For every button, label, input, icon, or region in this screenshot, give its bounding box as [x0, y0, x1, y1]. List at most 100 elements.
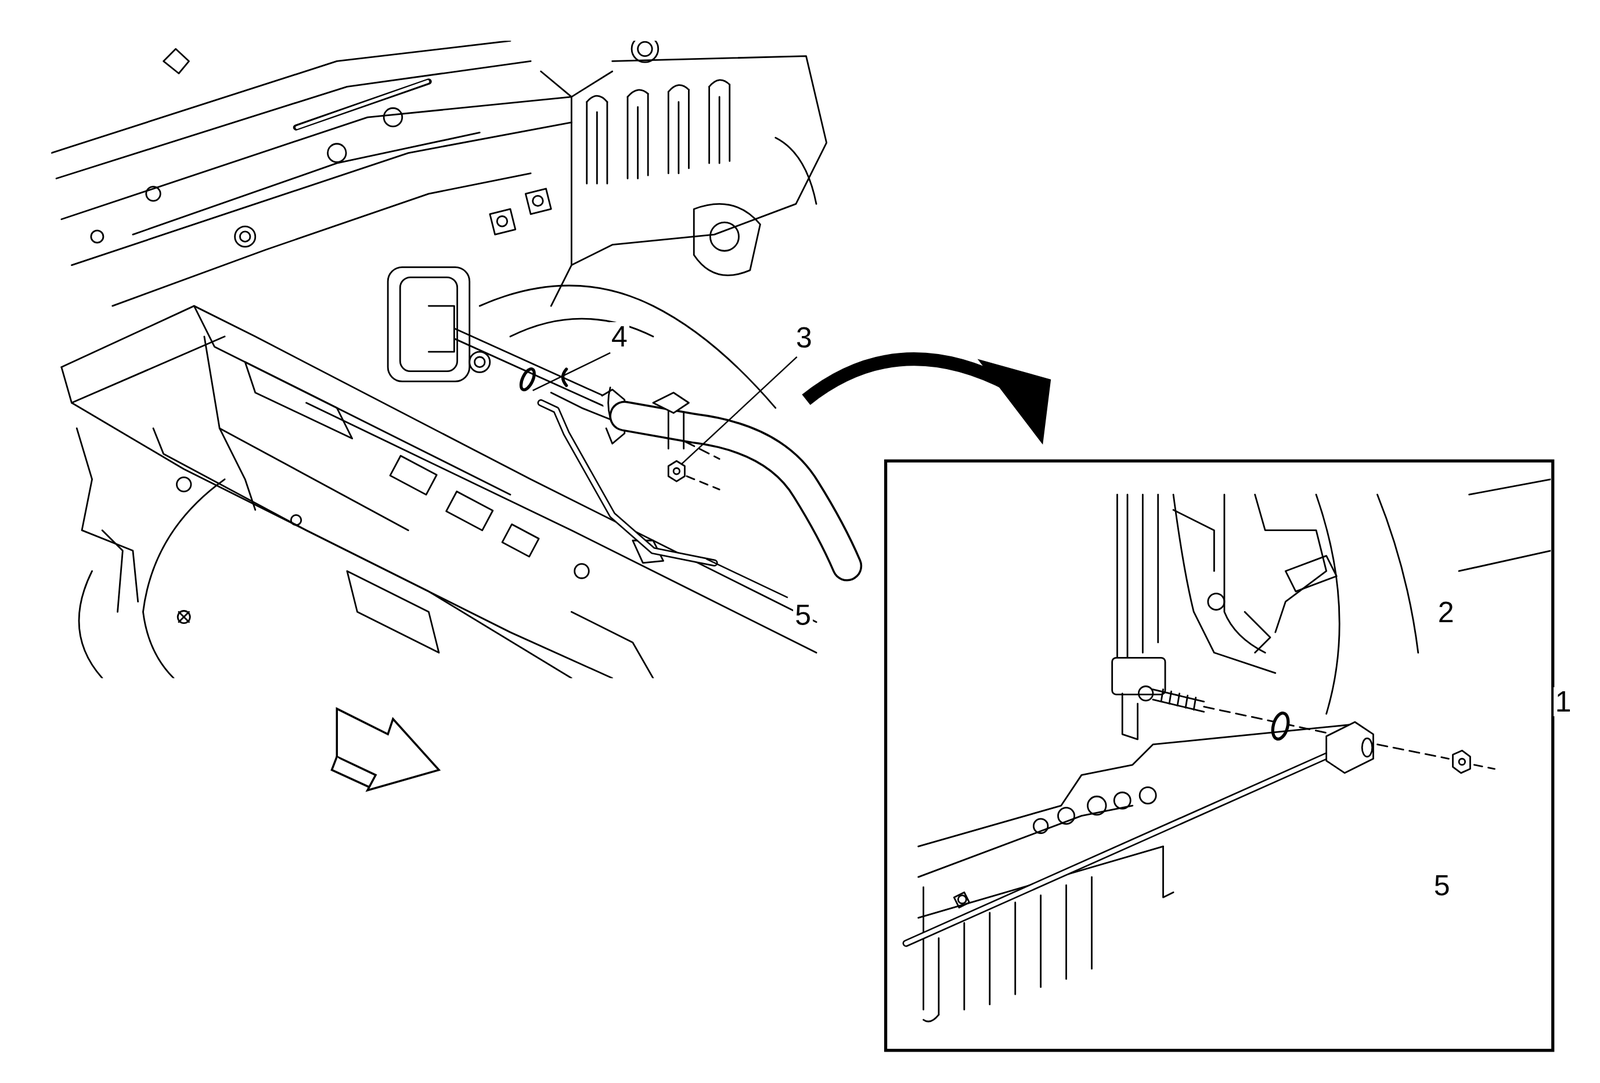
illustration-line	[1122, 693, 1138, 740]
illustration-line	[667, 409, 670, 449]
illustration-line	[347, 571, 439, 654]
illustration-line	[1173, 494, 1276, 673]
illustration-line	[383, 107, 403, 127]
illustration-line	[918, 805, 1133, 878]
illustration-line	[61, 71, 613, 220]
illustration-line	[193, 305, 511, 495]
illustration-line	[653, 392, 689, 413]
illustration-line	[244, 362, 352, 439]
illustration-line	[532, 352, 611, 391]
illustration-line	[102, 530, 123, 613]
illustration-line	[296, 81, 429, 128]
illustration-line	[1161, 689, 1196, 711]
illustration-line	[290, 514, 302, 526]
illustration-line	[806, 359, 1011, 400]
callout-number: 5	[1432, 871, 1452, 901]
illustration-line	[624, 416, 848, 567]
illustration-line	[153, 428, 613, 679]
illustration-line	[562, 369, 567, 386]
illustration-line	[142, 479, 225, 679]
illustration-line	[453, 338, 612, 410]
illustration-line	[906, 742, 1358, 944]
illustration-line	[574, 564, 590, 579]
illustration-line	[1361, 738, 1373, 758]
illustration-line	[163, 48, 190, 74]
illustration-line	[177, 610, 190, 623]
illustration-line	[1255, 494, 1327, 633]
illustration-line	[1377, 494, 1418, 653]
illustration-line	[532, 195, 544, 207]
illustration-line	[76, 428, 138, 603]
illustration-line	[1138, 686, 1153, 702]
illustration-line	[510, 318, 654, 337]
illustration-line	[176, 477, 192, 492]
illustration-line	[1208, 593, 1225, 611]
illustration-line	[525, 188, 551, 215]
illustration-line	[596, 96, 720, 184]
illustration-line	[1087, 796, 1106, 816]
illustration-line	[1474, 765, 1495, 770]
illustration-line	[400, 277, 457, 372]
illustration-line	[1458, 758, 1466, 766]
engine-bay-view	[51, 40, 848, 679]
illustration-line	[953, 892, 969, 908]
illustration-line	[1458, 550, 1551, 572]
illustration-line	[1244, 611, 1271, 653]
illustration-line	[1326, 722, 1374, 774]
illustration-line	[327, 143, 347, 163]
inset-detail-view	[906, 479, 1551, 1022]
illustration-line	[428, 305, 454, 352]
illustration-line	[586, 84, 730, 184]
illustration-line	[686, 476, 720, 490]
illustration-line	[332, 757, 370, 788]
illustration-line	[219, 428, 409, 531]
illustration-line	[61, 336, 225, 403]
illustration-line	[1173, 510, 1214, 572]
illustration-line	[518, 366, 538, 392]
illustration-line	[390, 455, 437, 495]
illustration-line	[775, 137, 817, 204]
illustration-line	[297, 81, 428, 128]
callout-number: 2	[1436, 597, 1457, 627]
illustration-line	[479, 285, 776, 409]
illustration-line	[681, 357, 798, 464]
illustration-line	[146, 186, 161, 202]
illustration-line	[1112, 657, 1166, 695]
illustration-line	[682, 412, 685, 449]
illustration-line	[1058, 808, 1075, 825]
illustration-line	[923, 1014, 939, 1022]
callout-number: 3	[794, 323, 814, 353]
illustration-line	[693, 203, 760, 276]
illustration-line	[957, 895, 967, 904]
illustration-line	[1116, 494, 1158, 673]
illustration-line	[1453, 750, 1471, 774]
illustration-line	[673, 467, 680, 475]
illustration-line	[56, 60, 531, 179]
illustration-line	[1114, 792, 1131, 809]
illustration-line	[586, 80, 730, 103]
illustration-line	[1033, 819, 1048, 834]
illustration-line	[446, 491, 493, 531]
illustration-line	[922, 887, 925, 1011]
illustration-line	[906, 742, 1358, 944]
callout-number: 4	[609, 322, 630, 352]
illustration-line	[1139, 787, 1156, 804]
illustration-line	[91, 230, 104, 243]
illustration-line	[1469, 479, 1552, 495]
illustration-line	[571, 56, 827, 266]
inset-frame	[885, 460, 1553, 1051]
illustration-line	[977, 358, 1052, 445]
illustration-line	[918, 724, 1358, 848]
illustration-line	[1270, 711, 1292, 741]
illustration-line	[631, 40, 659, 63]
illustration-line	[710, 222, 739, 251]
illustration-line	[502, 524, 539, 557]
illustration-line	[571, 611, 654, 679]
callout-number: 5	[793, 600, 813, 630]
illustration-line	[71, 402, 572, 679]
illustration-line	[624, 416, 848, 567]
illustration-line	[489, 208, 516, 235]
illustration-line	[239, 231, 251, 243]
